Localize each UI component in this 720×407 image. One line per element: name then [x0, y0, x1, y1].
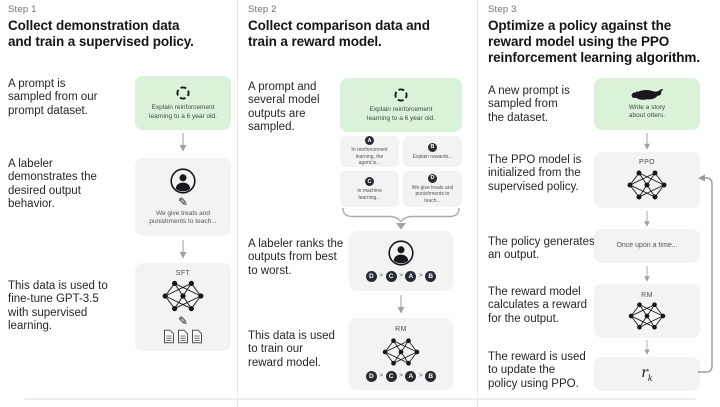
output-option-b: B Explain rewards...	[403, 136, 462, 167]
step-2-prompt-text: A prompt and several model outputs are s…	[248, 81, 320, 133]
prompt-example-caption: Write a story about otters.	[628, 103, 666, 119]
model-outputs-grid: A In reinforcement learning, the agent i…	[340, 136, 462, 207]
otter-icon	[631, 88, 664, 100]
labeler-ranking-box: D> C> A> B	[349, 231, 453, 291]
output-option-a: A In reinforcement learning, the agent i…	[340, 136, 399, 167]
ranking-row: D> C> A> B	[365, 371, 437, 382]
generated-output-box: Once upon a time...	[594, 229, 700, 263]
arrow-down-icon	[179, 133, 187, 152]
pen-icon: ✎	[177, 194, 189, 209]
ranking-row: D> C> A> B	[365, 271, 437, 282]
rm-model-box: RM D> C> A> B	[349, 318, 453, 390]
step-1-column: Step 1 Collect demonstration data and tr…	[0, 0, 237, 407]
step-1-labeler-text: A labeler demonstrates the desired outpu…	[8, 158, 97, 210]
rank-badge: A	[405, 271, 417, 282]
output-option-d: D We give treats and punishments to teac…	[403, 171, 462, 207]
rank-separator: >	[379, 272, 384, 280]
labeler-icon	[170, 167, 196, 194]
step-1-prompt-text: A prompt is sampled from our prompt data…	[8, 78, 98, 117]
rank-badge: B	[425, 371, 437, 382]
rank-badge: D	[365, 371, 377, 382]
arrow-down-icon	[643, 133, 651, 150]
rank-badge: C	[385, 371, 397, 382]
rank-badge: D	[365, 271, 377, 282]
step-3-ppo-text: The PPO model is initialized from the su…	[488, 154, 582, 193]
brace-icon	[342, 207, 460, 230]
ppo-model-box: PPO	[594, 152, 700, 208]
step-3-reward-text: The reward is used to update the policy …	[488, 351, 586, 390]
arrow-down-icon	[644, 340, 650, 355]
prompt-example-box: Explain reinforcement learning to a 6 ye…	[135, 76, 231, 130]
rank-badge: A	[405, 371, 417, 382]
labeler-icon	[388, 240, 414, 266]
network-icon	[162, 280, 204, 312]
ppo-label: PPO	[639, 159, 655, 166]
step-3-title: Optimize a policy against the reward mod…	[488, 18, 700, 66]
labeler-demo-caption: We give treats and punishments to teach.…	[149, 209, 217, 225]
cycle-icon	[394, 88, 408, 102]
step-2-rank-text: A labeler ranks the outputs from best to…	[248, 238, 344, 277]
output-d-text: We give treats and punishments to teach.…	[411, 184, 454, 204]
arrow-down-icon	[397, 295, 405, 314]
rm-label: RM	[395, 326, 407, 333]
step-1-data-text: This data is used to fine-tune GPT-3.5 w…	[8, 280, 108, 332]
rank-separator: >	[418, 272, 423, 280]
rm-model-box: RM	[594, 284, 700, 338]
output-b-text: Explain rewards...	[412, 153, 453, 160]
network-icon	[627, 170, 667, 200]
letter-badge-b: B	[428, 142, 437, 152]
prompt-example-caption: Explain reinforcement learning to a 6 ye…	[367, 106, 435, 122]
reward-symbol: rk	[641, 365, 653, 383]
rank-separator: >	[418, 372, 423, 380]
prompt-example-box: Explain reinforcement learning to a 6 ye…	[340, 78, 462, 132]
rank-separator: >	[399, 372, 403, 380]
sft-label: SFT	[175, 270, 191, 277]
step-1-title: Collect demonstration data and train a s…	[8, 18, 194, 50]
bottom-rule	[24, 398, 696, 400]
output-option-c: C In machine learning...	[340, 171, 399, 207]
letter-badge-a: A	[365, 136, 374, 146]
step-3-label: Step 3	[488, 4, 517, 15]
step-3-column: Step 3 Optimize a policy against the rew…	[480, 0, 717, 407]
step-2-column: Step 2 Collect comparison data and train…	[240, 0, 477, 407]
document-icon	[164, 329, 174, 344]
documents-icon	[163, 329, 203, 344]
reward-value-box: rk	[594, 357, 700, 391]
sft-model-box: SFT ✎	[135, 263, 231, 351]
loop-arrow-icon	[698, 174, 713, 373]
prompt-example-box: Write a story about otters.	[594, 78, 700, 130]
rank-badge: B	[425, 271, 437, 282]
labeler-demo-box: ✎ We give treats and punishments to teac…	[135, 158, 231, 236]
step-3-rm-text: The reward model calculates a reward for…	[488, 286, 588, 325]
rank-separator: >	[399, 272, 403, 280]
pen-icon: ✎	[177, 314, 189, 328]
step-2-label: Step 2	[248, 4, 277, 15]
prompt-example-caption: Explain reinforcement learning to a 6 ye…	[149, 104, 217, 120]
step-2-title: Collect comparison data and train a rewa…	[248, 18, 430, 50]
document-icon	[192, 329, 202, 344]
rm-label: RM	[641, 291, 653, 299]
arrow-down-icon	[644, 211, 650, 227]
rank-separator: >	[379, 372, 384, 380]
step-2-data-text: This data is used to train our reward mo…	[248, 330, 335, 369]
document-icon	[178, 329, 188, 344]
cycle-icon	[176, 86, 190, 100]
generated-output-caption: Once upon a time...	[616, 242, 678, 250]
arrow-down-icon	[644, 266, 650, 282]
column-divider	[237, 0, 238, 407]
letter-badge-c: C	[365, 177, 374, 186]
letter-badge-d: D	[428, 173, 437, 183]
column-divider	[477, 0, 478, 407]
network-icon	[628, 301, 666, 330]
step-1-label: Step 1	[8, 4, 37, 15]
step-3-output-text: The policy generates an output.	[488, 236, 595, 262]
step-3-prompt-text: A new prompt is sampled from the dataset…	[488, 85, 570, 124]
network-icon	[382, 338, 420, 366]
arrow-down-icon	[179, 240, 187, 259]
output-c-text: In machine learning...	[357, 188, 382, 201]
output-a-text: In reinforcement learning, the agent is.…	[351, 147, 388, 167]
rank-badge: C	[385, 271, 397, 282]
